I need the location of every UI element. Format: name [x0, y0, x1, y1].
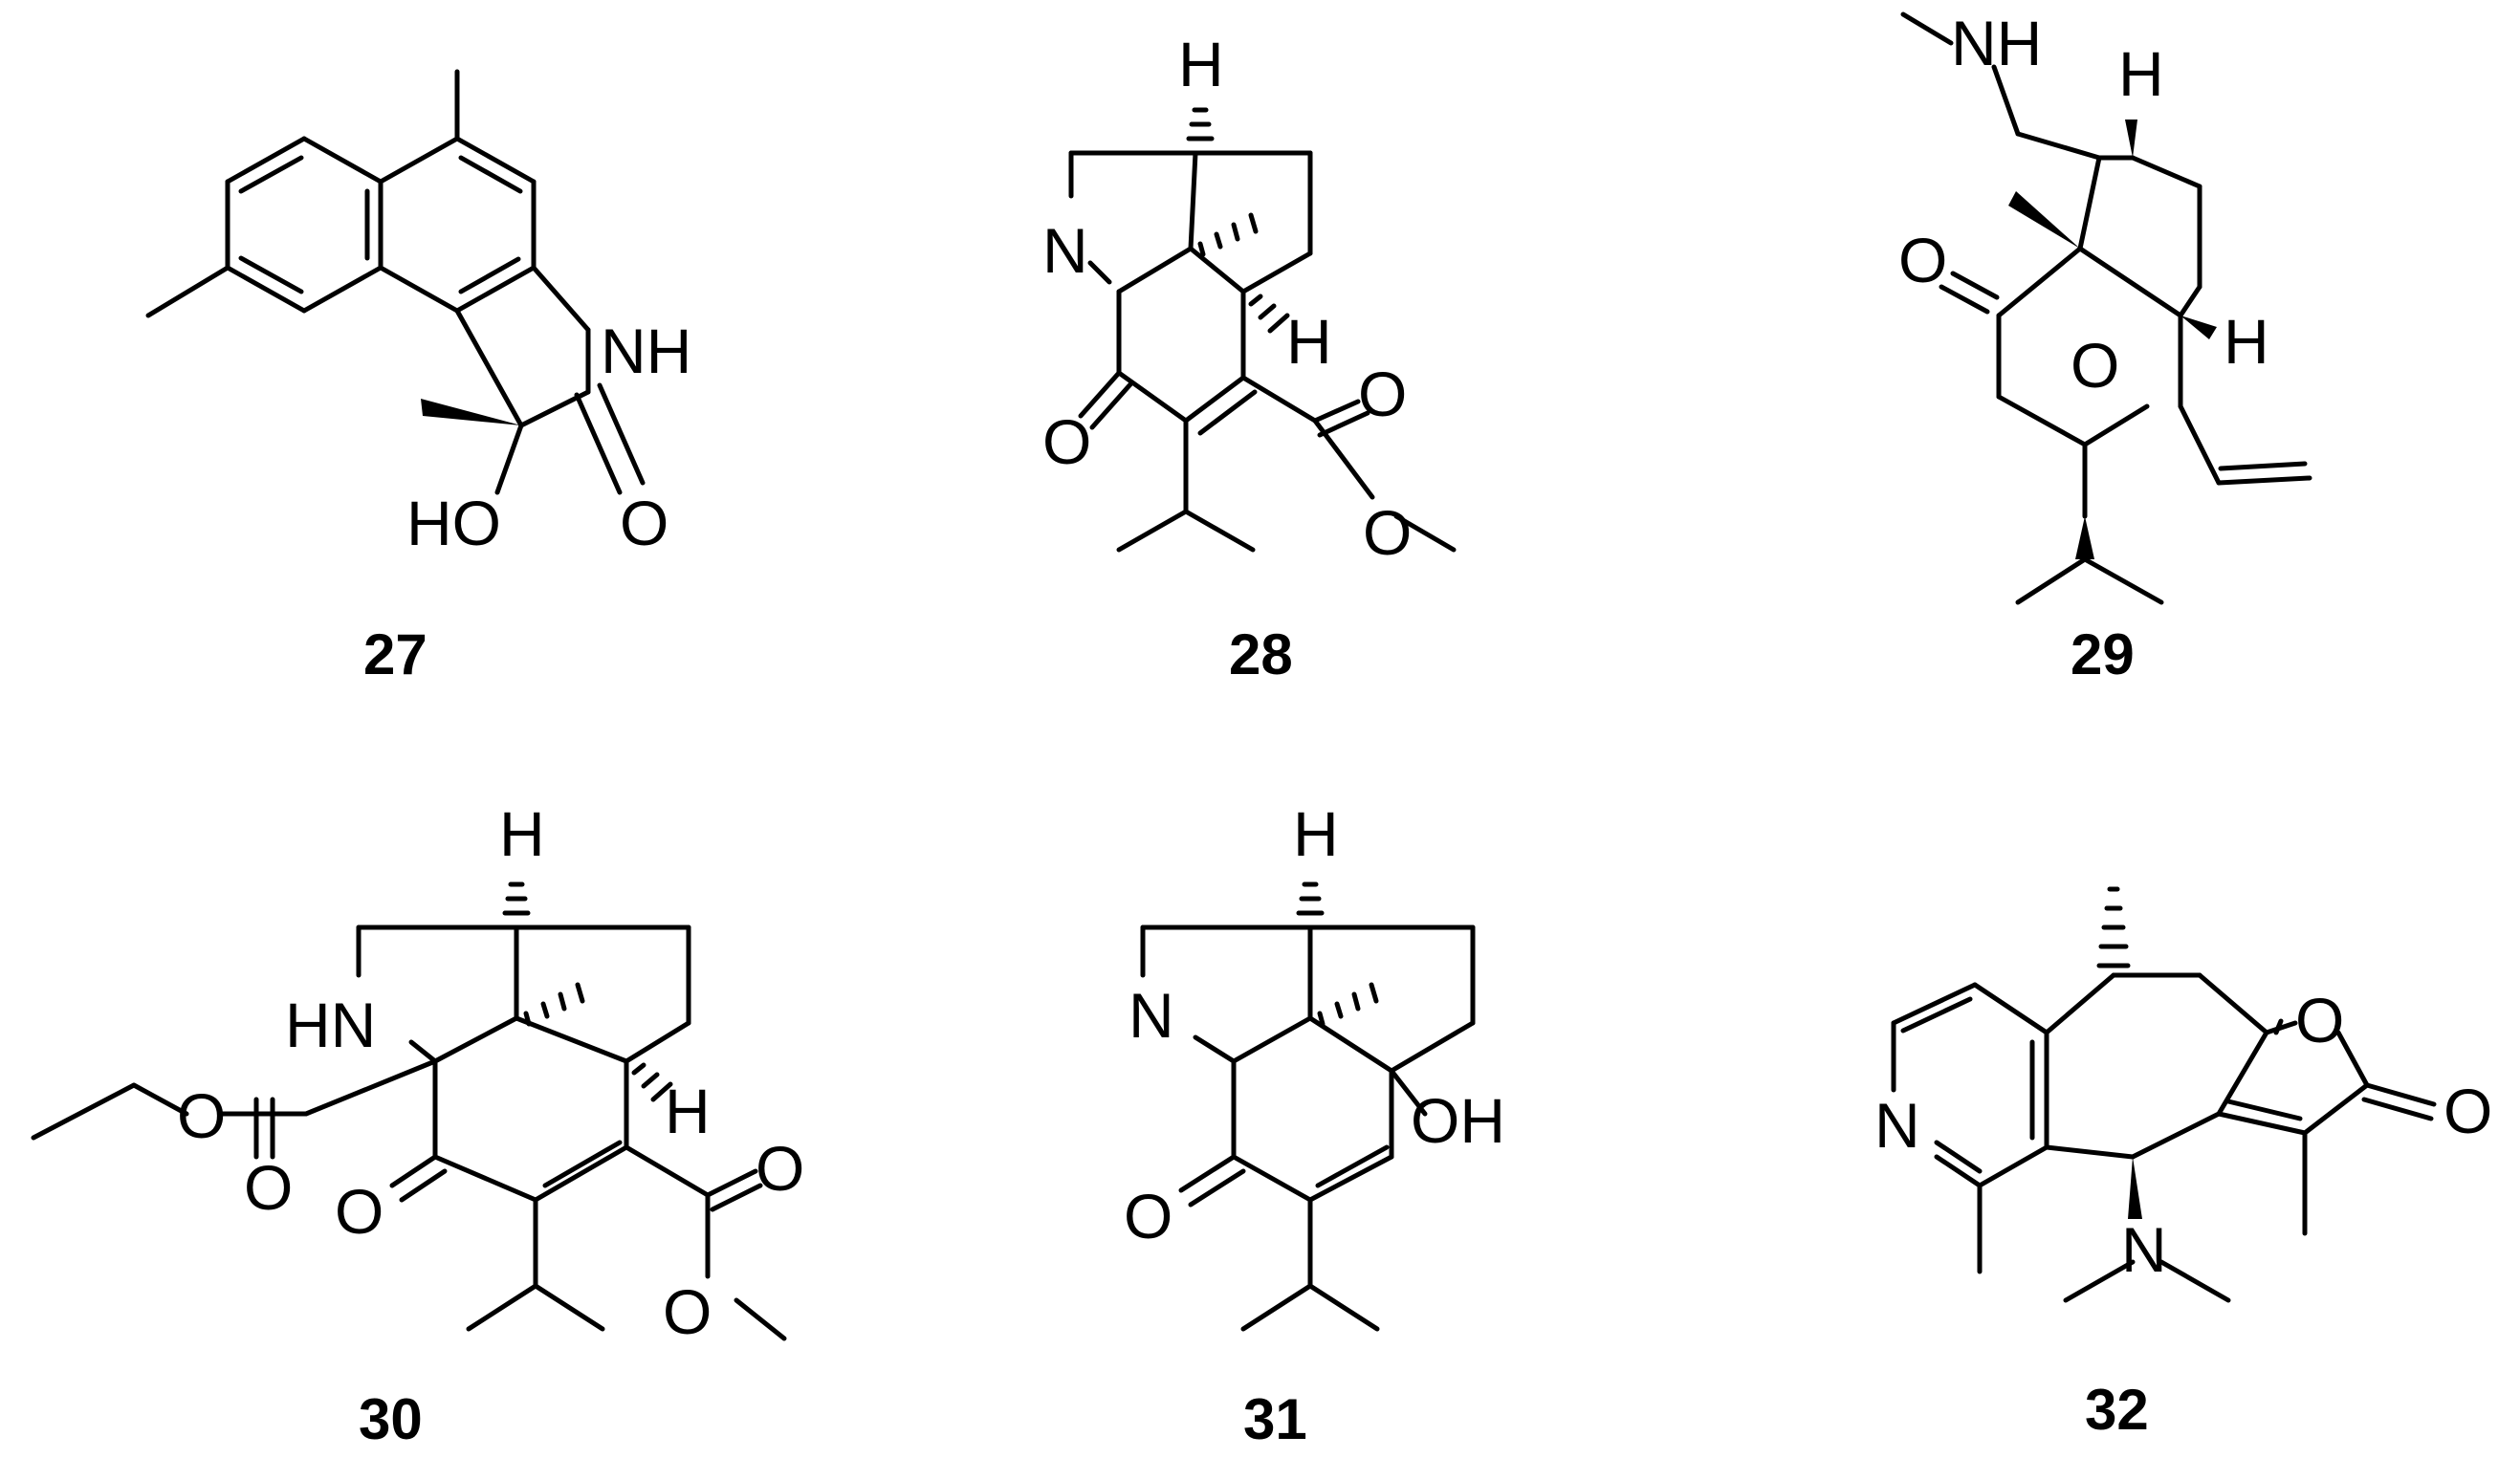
atom-label: NH	[1951, 8, 2042, 78]
atom-label: O	[2443, 1076, 2492, 1146]
compound-31: H N OH O 31	[1124, 798, 1505, 1451]
atom-label: O	[177, 1080, 226, 1151]
atom-label: NH	[601, 316, 691, 386]
atom-label: H	[1293, 798, 1339, 869]
atom-label: O	[2071, 330, 2119, 401]
atom-label: O	[1898, 225, 1947, 295]
compound-27: NH HO O 27	[145, 69, 691, 686]
compound-31-bonds	[1140, 881, 1476, 1332]
atom-label: O	[1124, 1181, 1172, 1251]
atom-label: N	[1129, 980, 1174, 1051]
compound-label-32: 32	[2085, 1378, 2149, 1442]
compound-label-30: 30	[359, 1387, 423, 1451]
compound-28: H N H O O O 28	[1042, 29, 1457, 686]
atom-label: O	[2295, 985, 2344, 1055]
atom-label: O	[756, 1133, 804, 1204]
compound-28-bonds	[1068, 107, 1457, 553]
atom-label: O	[1358, 359, 1407, 429]
atom-label: O	[1042, 406, 1091, 477]
atom-label: N	[1874, 1090, 1920, 1161]
compound-label-27: 27	[363, 622, 427, 686]
compound-label-28: 28	[1229, 622, 1293, 686]
atom-label: H	[2118, 38, 2164, 109]
atom-label: N	[2121, 1214, 2167, 1285]
compound-30: H HN H O O O O O 30	[31, 798, 804, 1451]
compound-29-bonds	[1900, 11, 2312, 605]
atom-label: H	[1178, 29, 1224, 99]
atom-label: O	[244, 1152, 293, 1223]
compound-label-31: 31	[1243, 1387, 1307, 1451]
compound-30-bonds	[31, 881, 787, 1341]
atom-label: O	[620, 488, 668, 558]
atom-label: O	[335, 1176, 383, 1247]
atom-label: H	[1286, 306, 1332, 377]
atom-label: OH	[1411, 1085, 1505, 1156]
compound-27-bonds	[145, 69, 646, 495]
compound-32: N O O N 32	[1874, 886, 2492, 1442]
atom-label: H	[665, 1076, 711, 1146]
compound-32-bonds	[1891, 886, 2437, 1303]
atom-label: O	[663, 1276, 712, 1347]
atom-label: HN	[285, 990, 376, 1060]
atom-label: H	[499, 798, 545, 869]
atom-label: HO	[406, 488, 501, 558]
compound-label-29: 29	[2071, 622, 2135, 686]
atom-label: N	[1042, 215, 1088, 286]
compound-29: NH H O O H 29	[1898, 8, 2312, 686]
atom-label: H	[2224, 306, 2269, 377]
atom-label: O	[1363, 497, 1412, 568]
